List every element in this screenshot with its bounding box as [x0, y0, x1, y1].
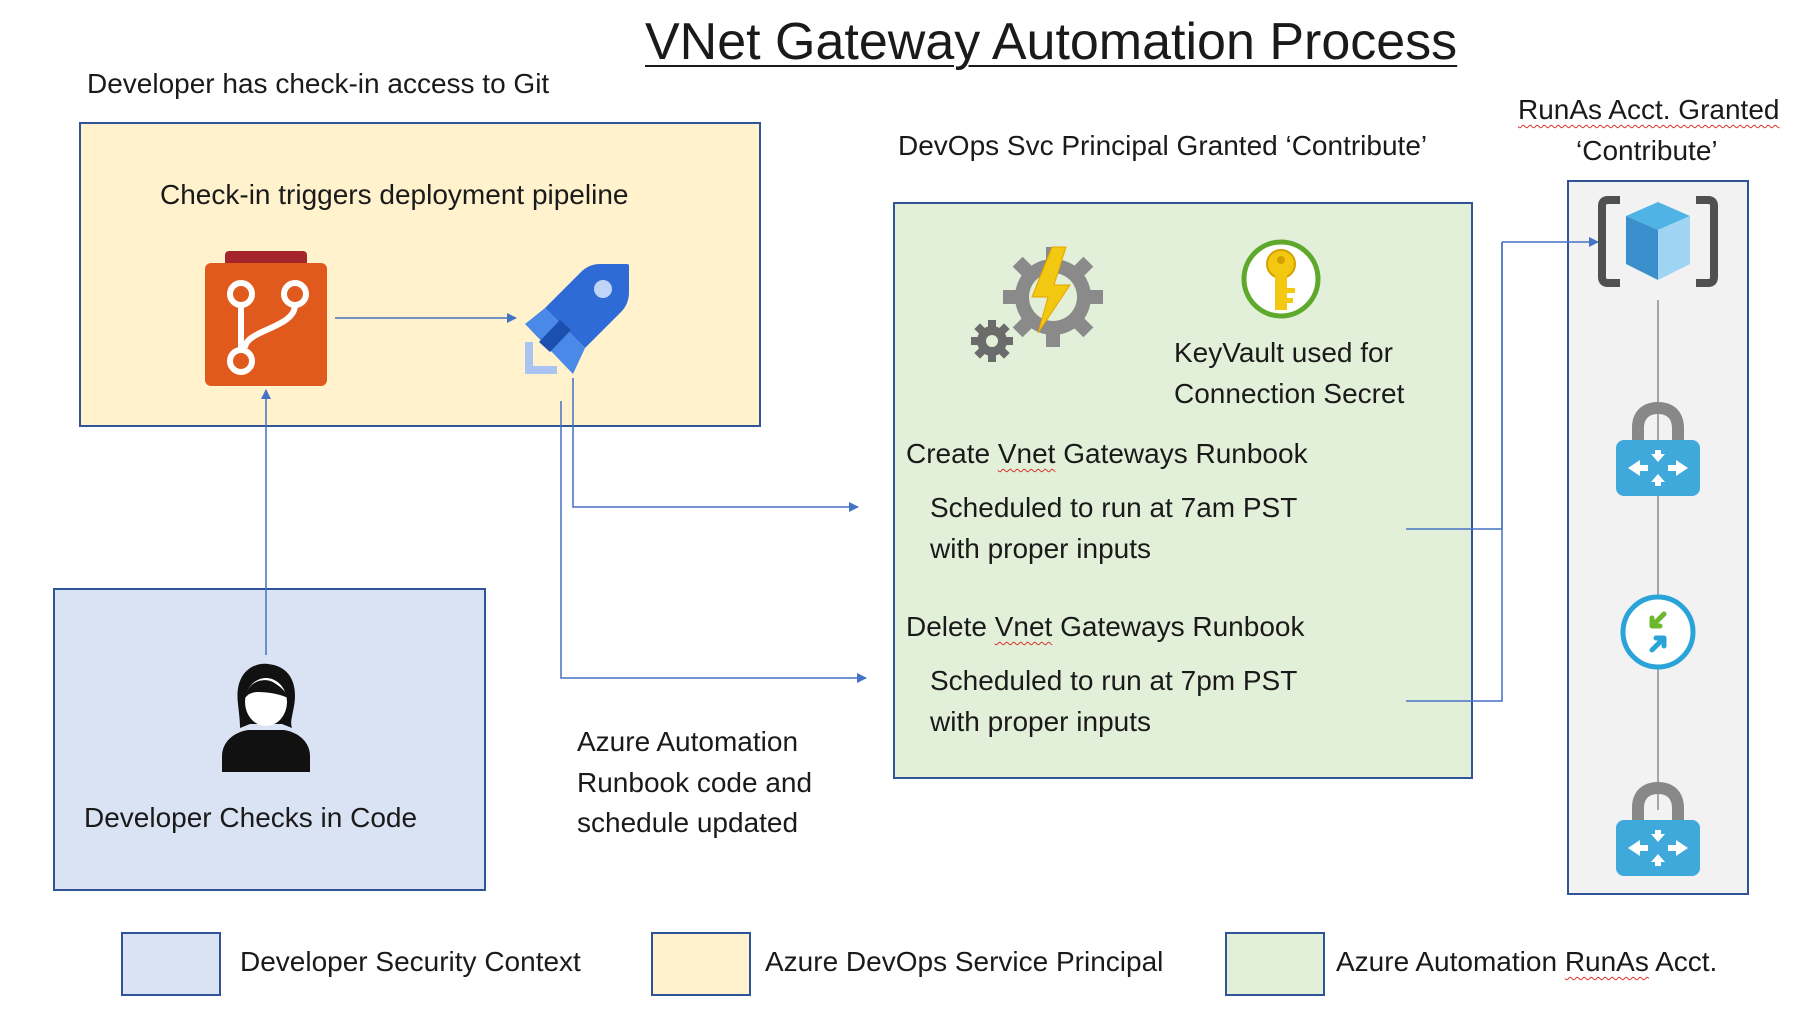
git-access-label: Developer has check-in access to Git	[87, 68, 550, 99]
legend-swatch-devops	[651, 932, 751, 996]
legend-label-developer: Developer Security Context	[240, 946, 581, 977]
delete-schedule-line1: Scheduled to run at 7pm PST	[930, 665, 1298, 696]
create-runbook-title: Create Vnet Gateways Runbook	[906, 438, 1308, 469]
line-delete-runbook-to-resources	[1406, 242, 1503, 702]
delete-runbook-title: Delete Vnet Gateways Runbook	[906, 611, 1305, 642]
automation-account-box	[893, 202, 1473, 779]
developer-checks-in-label: Developer Checks in Code	[84, 802, 418, 833]
runbook-update-line1: Azure Automation	[577, 726, 799, 757]
pipeline-trigger-label: Check-in triggers deployment pipeline	[160, 179, 629, 210]
resource-group-icon	[1598, 196, 1718, 287]
runbook-update-line3: schedule updated	[577, 807, 799, 838]
legend-label-automation: Azure Automation RunAs Acct.	[1336, 946, 1718, 977]
legend-swatch-automation	[1225, 932, 1325, 996]
devops-sp-granted-label: DevOps Svc Principal Granted ‘Contribute…	[898, 130, 1428, 161]
create-schedule-line1: Scheduled to run at 7am PST	[930, 492, 1298, 523]
azure-automation-icon	[971, 246, 1103, 362]
vpn-gateway-icon	[1616, 782, 1700, 876]
connection-icon	[1620, 594, 1696, 670]
page-title: VNet Gateway Automation Process	[645, 13, 1458, 71]
delete-schedule-line2: with proper inputs	[930, 706, 1152, 737]
runas-granted-line2: ‘Contribute’	[1576, 135, 1718, 166]
legend-swatch-developer	[121, 932, 221, 996]
line-create-runbook-to-resources	[1406, 242, 1503, 530]
vpn-gateway-icon	[1616, 402, 1700, 496]
devops-pipeline-box	[79, 122, 761, 427]
legend-label-devops: Azure DevOps Service Principal	[765, 946, 1164, 977]
azure-pipelines-icon	[525, 264, 629, 374]
key-vault-icon	[1241, 239, 1321, 319]
keyvault-label-line1: KeyVault used for	[1174, 337, 1393, 368]
arrow-pipeline-to-delete-runbook	[560, 401, 867, 683]
runbook-update-line2: Runbook code and	[577, 767, 813, 798]
runas-granted-line1: RunAs Acct. Granted	[1518, 94, 1780, 125]
azure-repos-icon	[205, 251, 327, 386]
arrow-pipeline-to-create-runbook	[572, 378, 859, 512]
developer-person-icon	[222, 663, 310, 772]
create-schedule-line2: with proper inputs	[930, 533, 1152, 564]
keyvault-label-line2: Connection Secret	[1174, 378, 1405, 409]
